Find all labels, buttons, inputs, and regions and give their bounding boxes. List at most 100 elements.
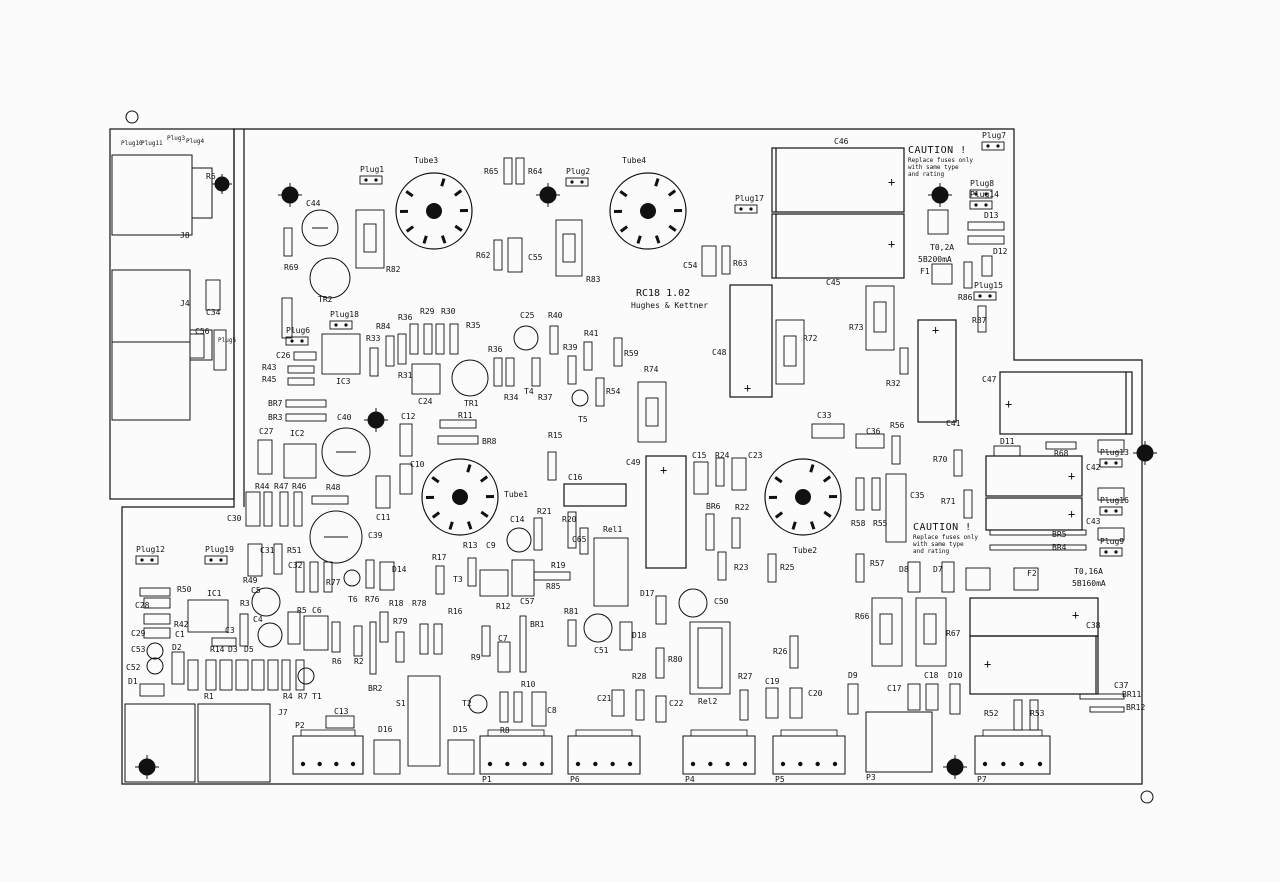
tube-socket: Tube1 [421,458,528,536]
plug-header: Plug6 [285,326,310,346]
component-label: C31 [260,546,275,555]
plug-header: Plug19 [204,545,234,565]
component-label: D7 [933,565,943,574]
component-label: T2 [462,699,472,708]
board-title: RC18 1.02 [636,288,690,299]
connector-label: P7 [977,775,987,784]
component-label: R36 [398,313,413,322]
component-label: C22 [669,699,684,708]
plug-header: Plug18 [329,310,359,330]
component-label: C38 [1086,621,1101,630]
component-label: R63 [733,259,748,268]
component-label: R3 [240,599,250,608]
svg-text:+: + [888,175,895,189]
component-label: C43 [1086,517,1101,526]
component-label: C1 [175,630,185,639]
component-label: IC2 [290,429,305,438]
component-label: C7 [498,634,508,643]
plug-label: Plug2 [566,167,590,176]
component-label: R6 [332,657,342,666]
component-label: D2 [172,643,182,652]
component-label: R81 [564,607,579,616]
component-label: C8 [547,706,557,715]
component-label: Rel1 [603,525,622,534]
component-label: R18 [389,599,404,608]
component-label: C65 [572,535,587,544]
mounting-holes [135,174,1157,779]
component-label: C21 [597,694,612,703]
component-label: R86 [958,293,973,302]
component-label: C6 [312,606,322,615]
component-label: R67 [946,629,961,638]
component-label: R10 [521,680,536,689]
component-label: C19 [765,677,780,686]
component-label: C35 [910,491,925,500]
component-label: BR7 [268,399,283,408]
component-label: D1 [128,677,138,686]
caution-top-line1: Replace fuses only [908,157,973,164]
component-label: C3 [225,626,235,635]
plug-label: Plug11 [141,140,163,147]
cap-polarity-marks: ++ +++ ++ +++ [660,175,1079,671]
caution-bottom-head: CAUTION ! [913,522,972,533]
fuse-f2-part: 5B160mA [1072,579,1106,588]
connector-header: P5 [772,729,846,784]
plug-header: Plug1 [359,165,384,185]
component-label: S1 [396,699,406,708]
fuse-f1-name: F1 [920,267,930,276]
component-label: C16 [568,473,583,482]
component-label: R17 [432,553,447,562]
component-label: C37 [1114,681,1129,690]
component-label: T6 [348,595,358,604]
component-label: R41 [584,329,599,338]
plug-label: Plug6 [286,326,310,335]
component-label: BR3 [268,413,283,422]
tube-label: Tube4 [622,156,646,165]
plug-header: Plug11 [141,140,163,147]
plug-label: Plug10 [121,140,143,147]
component-label: J7 [278,708,288,717]
component-label: C15 [692,451,707,460]
component-label: R9 [471,653,481,662]
component-label: R26 [773,647,788,656]
svg-text:+: + [932,323,939,337]
fuse-f1: F1 T0,2A 5B200mA [918,243,954,276]
plug-label: Plug18 [330,310,359,319]
caution-bottom: CAUTION ! Replace fuses only with same t… [913,522,978,555]
component-label: R52 [984,709,999,718]
plug-label: Plug16 [1100,496,1129,505]
component-label: R11 [458,411,473,420]
plug-header: Plug8 [969,179,994,199]
fuse-f1-part: 5B200mA [918,255,952,264]
plug-header: Plug10 [121,140,143,147]
component-label: R46 [292,482,307,491]
component-label: R28 [632,672,647,681]
component-label: C39 [368,531,383,540]
component-label: R32 [886,379,901,388]
component-label: R56 [890,421,905,430]
svg-text:+: + [1068,507,1075,521]
component-label: C10 [410,460,425,469]
component-label: R31 [398,371,413,380]
plug-header: Plug7 [981,131,1006,151]
component-label: C48 [712,348,727,357]
plug-label: Plug19 [205,545,234,554]
component-label: D13 [984,211,999,220]
component-label: R39 [563,343,578,352]
fuse-f2-rating: T0,16A [1074,567,1103,576]
component-label: R51 [287,546,302,555]
component-label: R24 [715,451,730,460]
component-label: BR12 [1126,703,1145,712]
component-label: C41 [946,419,961,428]
plug-label: Plug12 [136,545,165,554]
component-label: R66 [855,612,870,621]
component-label: D5 [244,645,254,654]
svg-text:+: + [888,237,895,251]
component-label: BR6 [706,502,721,511]
component-label: C50 [714,597,729,606]
plug-header: Plug9 [1099,537,1124,557]
plug-label: Plug4 [186,138,204,145]
component-label: R79 [393,617,408,626]
board-maker: Hughes & Kettner [631,301,708,310]
component-label: R14 [210,645,225,654]
